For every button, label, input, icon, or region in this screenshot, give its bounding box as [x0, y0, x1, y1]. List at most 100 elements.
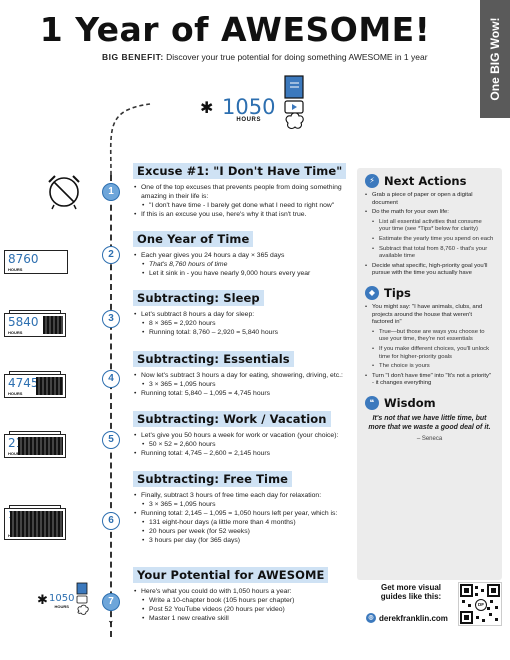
- section-heading: One Year of Time: [133, 231, 254, 247]
- section-heading: Excuse #1: "I Don't Have Time": [133, 163, 347, 179]
- diamond-icon: ◆: [365, 285, 379, 300]
- bullet: Now let's subtract 3 hours a day for eat…: [133, 371, 353, 380]
- hero-hours: 1050 HOURS: [222, 95, 275, 123]
- bullet: Finally, subtract 3 hours of free time e…: [133, 491, 353, 500]
- step-5-marker: 5: [102, 431, 120, 449]
- book-icon: [76, 582, 88, 595]
- side-banner: One BIG Wow!: [480, 0, 510, 118]
- bullet: 3 × 365 = 1,095 hours: [133, 380, 353, 389]
- bar-lid: [9, 505, 61, 509]
- bar-value: 8760: [8, 252, 39, 266]
- section-one-year: One Year of Time Each year gives you 24 …: [133, 230, 353, 278]
- brain-icon: [77, 604, 89, 615]
- bullet: One of the top excuses that prevents peo…: [133, 183, 353, 201]
- bullet: Let it sink in - you have nearly 9,000 h…: [133, 269, 353, 278]
- timeline-end-arrow-icon: ⌄: [107, 615, 115, 625]
- bullet: Write a 10-chapter book (105 hours per c…: [133, 596, 353, 605]
- hours-bar: 4745 HOURS: [4, 371, 66, 398]
- timeline-curve: [109, 103, 151, 176]
- subtitle-lead: BIG BENEFIT:: [102, 52, 164, 62]
- final-hours-unit: HOURS: [54, 604, 69, 609]
- bar-unit: HOURS: [8, 267, 23, 272]
- bullet: Master 1 new creative skill: [133, 614, 353, 623]
- section-potential: Your Potential for AWESOME Here's what y…: [133, 566, 353, 623]
- next-actions-list: Grab a piece of paper or open a digital …: [365, 192, 494, 278]
- bar-unit: HOURS: [8, 391, 23, 396]
- bullet: Running total: 8,760 – 2,920 = 5,840 hou…: [133, 328, 353, 337]
- action-item: Decide what specific, high-priority goal…: [365, 263, 494, 278]
- final-hours: 1050 HOURS: [49, 593, 74, 609]
- hours-bar: 1050 HOURS: [4, 505, 66, 540]
- step-3-marker: 3: [102, 310, 120, 328]
- hours-bar: 8760 HOURS: [4, 250, 68, 274]
- section-free-time: Subtracting: Free Time Finally, subtract…: [133, 470, 353, 545]
- video-icon: [76, 595, 88, 604]
- tip-item: The choice is yours: [365, 363, 494, 371]
- bar-lid: [9, 310, 61, 314]
- bar-removed-fill: [43, 316, 63, 334]
- bullet: Each year gives you 24 hours a day × 365…: [133, 251, 353, 260]
- step-4-marker: 4: [102, 370, 120, 388]
- tip-item: True—but those are ways you choose to us…: [365, 329, 494, 344]
- bullet: 131 eight-hour days (a little more than …: [133, 518, 353, 527]
- section-heading: Subtracting: Free Time: [133, 471, 293, 487]
- star-icon: ✱: [37, 592, 48, 607]
- bullet: 8 × 365 = 2,920 hours: [133, 319, 353, 328]
- brain-icon: [285, 112, 304, 129]
- section-bullets: Now let's subtract 3 hours a day for eat…: [133, 371, 353, 398]
- banner-text: One BIG Wow!: [488, 17, 502, 101]
- action-item: Estimate the yearly time you spend on ea…: [365, 236, 494, 244]
- bar-lid: [9, 371, 61, 375]
- bar-unit: HOURS: [8, 330, 23, 335]
- bullet: 20 hours per week (for 52 weeks): [133, 527, 353, 536]
- action-item: List all essential activities that consu…: [365, 219, 494, 234]
- wisdom-title: Wisdom: [384, 395, 436, 410]
- action-item: Grab a piece of paper or open a digital …: [365, 192, 494, 207]
- timeline-line: [110, 175, 112, 637]
- step-7-marker: 7: [102, 593, 120, 611]
- qr-logo-badge: DF: [475, 599, 487, 611]
- tips-heading: ◆ Tips: [365, 285, 494, 300]
- subtitle-text: Discover your true potential for doing s…: [166, 52, 428, 62]
- section-bullets: One of the top excuses that prevents peo…: [133, 183, 353, 219]
- bullet: Running total: 4,745 – 2,600 = 2,145 hou…: [133, 449, 353, 458]
- qr-code[interactable]: DF: [458, 582, 502, 626]
- hours-bar: 5840 HOURS: [4, 310, 66, 337]
- step-6-marker: 6: [102, 512, 120, 530]
- qr-pattern: [460, 584, 500, 624]
- tips-title: Tips: [384, 285, 411, 300]
- action-item: Do the math for your own life:: [365, 209, 494, 217]
- next-actions-title: Next Actions: [384, 174, 467, 188]
- action-item: Subtract that total from 8,760 - that's …: [365, 246, 494, 261]
- bullet: "I don't have time - I barely get done w…: [133, 201, 353, 210]
- bullet: Post 52 YouTube videos (20 hours per vid…: [133, 605, 353, 614]
- section-bullets: Let's give you 50 hours a week for work …: [133, 431, 353, 458]
- section-sleep: Subtracting: Sleep Let's subtract 8 hour…: [133, 289, 353, 337]
- subtitle: BIG BENEFIT: Discover your true potentia…: [102, 52, 428, 62]
- hero-hours-unit: HOURS: [236, 117, 262, 123]
- section-work: Subtracting: Work / Vacation Let's give …: [133, 410, 353, 458]
- section-bullets: Finally, subtract 3 hours of free time e…: [133, 491, 353, 545]
- mini-creative-icons: [76, 582, 89, 615]
- section-bullets: Let's subtract 8 hours a day for sleep: …: [133, 310, 353, 337]
- section-heading: Subtracting: Essentials: [133, 351, 294, 367]
- tip-item: You might say: "I have animals, clubs, a…: [365, 304, 494, 327]
- footer-url-text[interactable]: derekfranklin.com: [379, 613, 448, 623]
- tip-item: Turn "I don't have time" into "It's not …: [365, 373, 494, 388]
- section-bullets: Here's what you could do with 1,050 hour…: [133, 587, 353, 623]
- section-heading: Your Potential for AWESOME: [133, 567, 329, 583]
- wisdom-heading: ❝ Wisdom: [365, 395, 494, 410]
- bullet: 3 × 365 = 1,095 hours: [133, 500, 353, 509]
- tips-list: You might say: "I have animals, clubs, a…: [365, 304, 494, 388]
- hero-hours-value: 1050: [222, 95, 276, 119]
- wisdom-quote: It's not that we have little time, but m…: [368, 414, 491, 431]
- sidebar-panel: ⚡ Next Actions Grab a piece of paper or …: [357, 168, 502, 580]
- quote-icon: ❝: [365, 395, 379, 410]
- bullet: Here's what you could do with 1,050 hour…: [133, 587, 353, 596]
- alarm-clock-icon: [48, 175, 80, 210]
- page-title: 1 Year of AWESOME!: [39, 10, 431, 49]
- bullet: 50 × 52 = 2,600 hours: [133, 440, 353, 449]
- footer-link[interactable]: ◎ derekfranklin.com: [366, 613, 448, 623]
- star-icon: ✱: [200, 100, 214, 117]
- hours-bar: 2145 HOURS: [4, 431, 66, 458]
